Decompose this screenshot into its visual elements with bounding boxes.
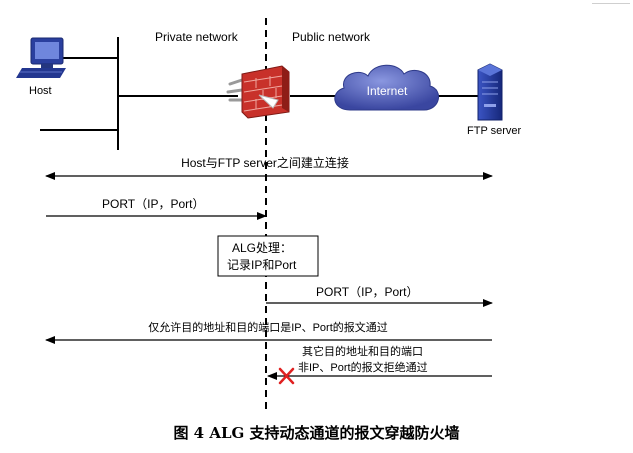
deny-cross-icon	[278, 367, 295, 385]
deny-label-line1: 其它目的地址和目的端口	[302, 344, 423, 358]
host-computer-icon	[16, 37, 66, 78]
internet-cloud-icon	[334, 64, 439, 111]
alg-box-line2: 记录IP和Port	[227, 258, 297, 272]
figure-caption: 图 4 ALG 支持动态通道的报文穿越防火墙	[173, 424, 460, 442]
public-network-label: Public network	[292, 30, 371, 44]
internet-label: Internet	[367, 84, 408, 98]
allow-return-label: 仅允许目的地址和目的端口是IP、Port的报文通过	[148, 320, 388, 334]
port-to-server-label: PORT（IP，Port）	[316, 285, 418, 299]
ftp-server-label: FTP server	[467, 125, 522, 137]
ftp-server-icon	[477, 63, 503, 121]
establish-connection-label: Host与FTP server之间建立连接	[181, 155, 349, 170]
port-from-host-label: PORT（IP，Port）	[102, 197, 204, 211]
private-network-label: Private network	[155, 30, 239, 44]
host-label: Host	[29, 85, 52, 97]
alg-box-line1: ALG处理：	[232, 241, 292, 255]
corner-rule	[592, 3, 630, 4]
deny-label-line2: 非IP、Port的报文拒绝通过	[298, 360, 428, 374]
firewall-icon	[226, 65, 290, 119]
alg-processing-box	[217, 235, 319, 277]
